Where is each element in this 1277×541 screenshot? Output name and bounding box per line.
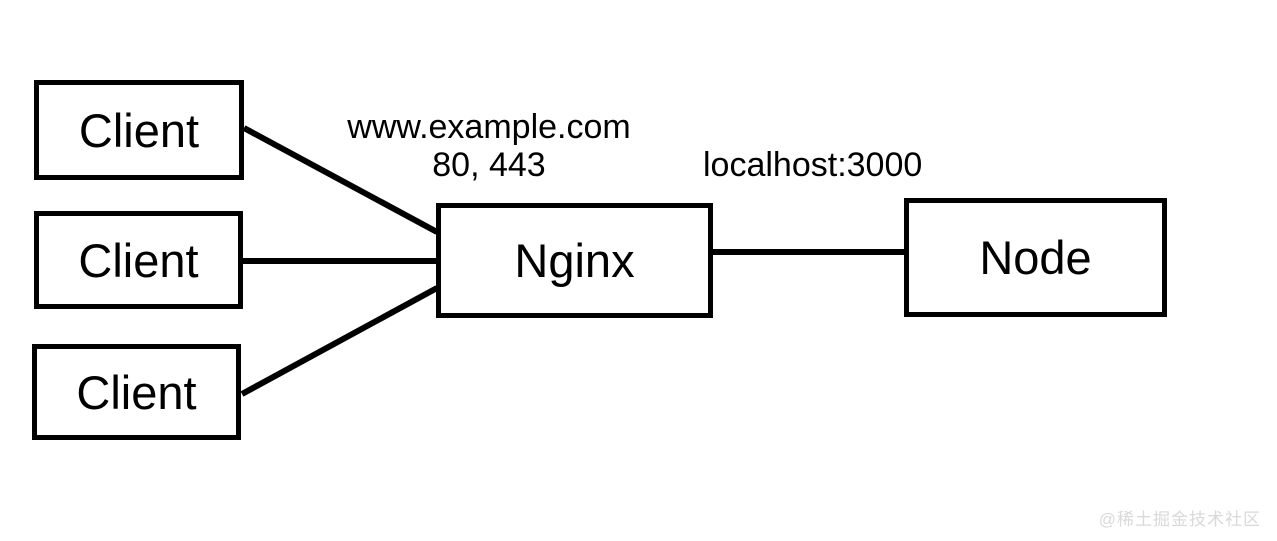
watermark: @稀土掘金技术社区 [1098,510,1261,529]
upstream-endpoint-host: localhost:3000 [703,146,923,184]
node-client-3-label: Client [76,365,197,419]
node-nginx[interactable]: Nginx [436,203,713,318]
node-client-2[interactable]: Client [34,211,243,309]
node-node-label: Node [979,231,1092,284]
node-nginx-label: Nginx [514,234,635,287]
node-client-1[interactable]: Client [34,80,244,180]
node-client-3[interactable]: Client [32,344,241,440]
upstream-endpoint-label: localhost:3000 [703,146,922,184]
node-node[interactable]: Node [904,198,1167,317]
node-client-1-label: Client [78,103,200,157]
public-endpoint-host: www.example.com [347,108,631,146]
public-endpoint-ports: 80, 443 [432,146,546,184]
node-client-2-label: Client [78,233,199,287]
public-endpoint-label: www.example.com 80, 443 [330,108,648,184]
edge-client-3-to-nginx [240,285,439,397]
